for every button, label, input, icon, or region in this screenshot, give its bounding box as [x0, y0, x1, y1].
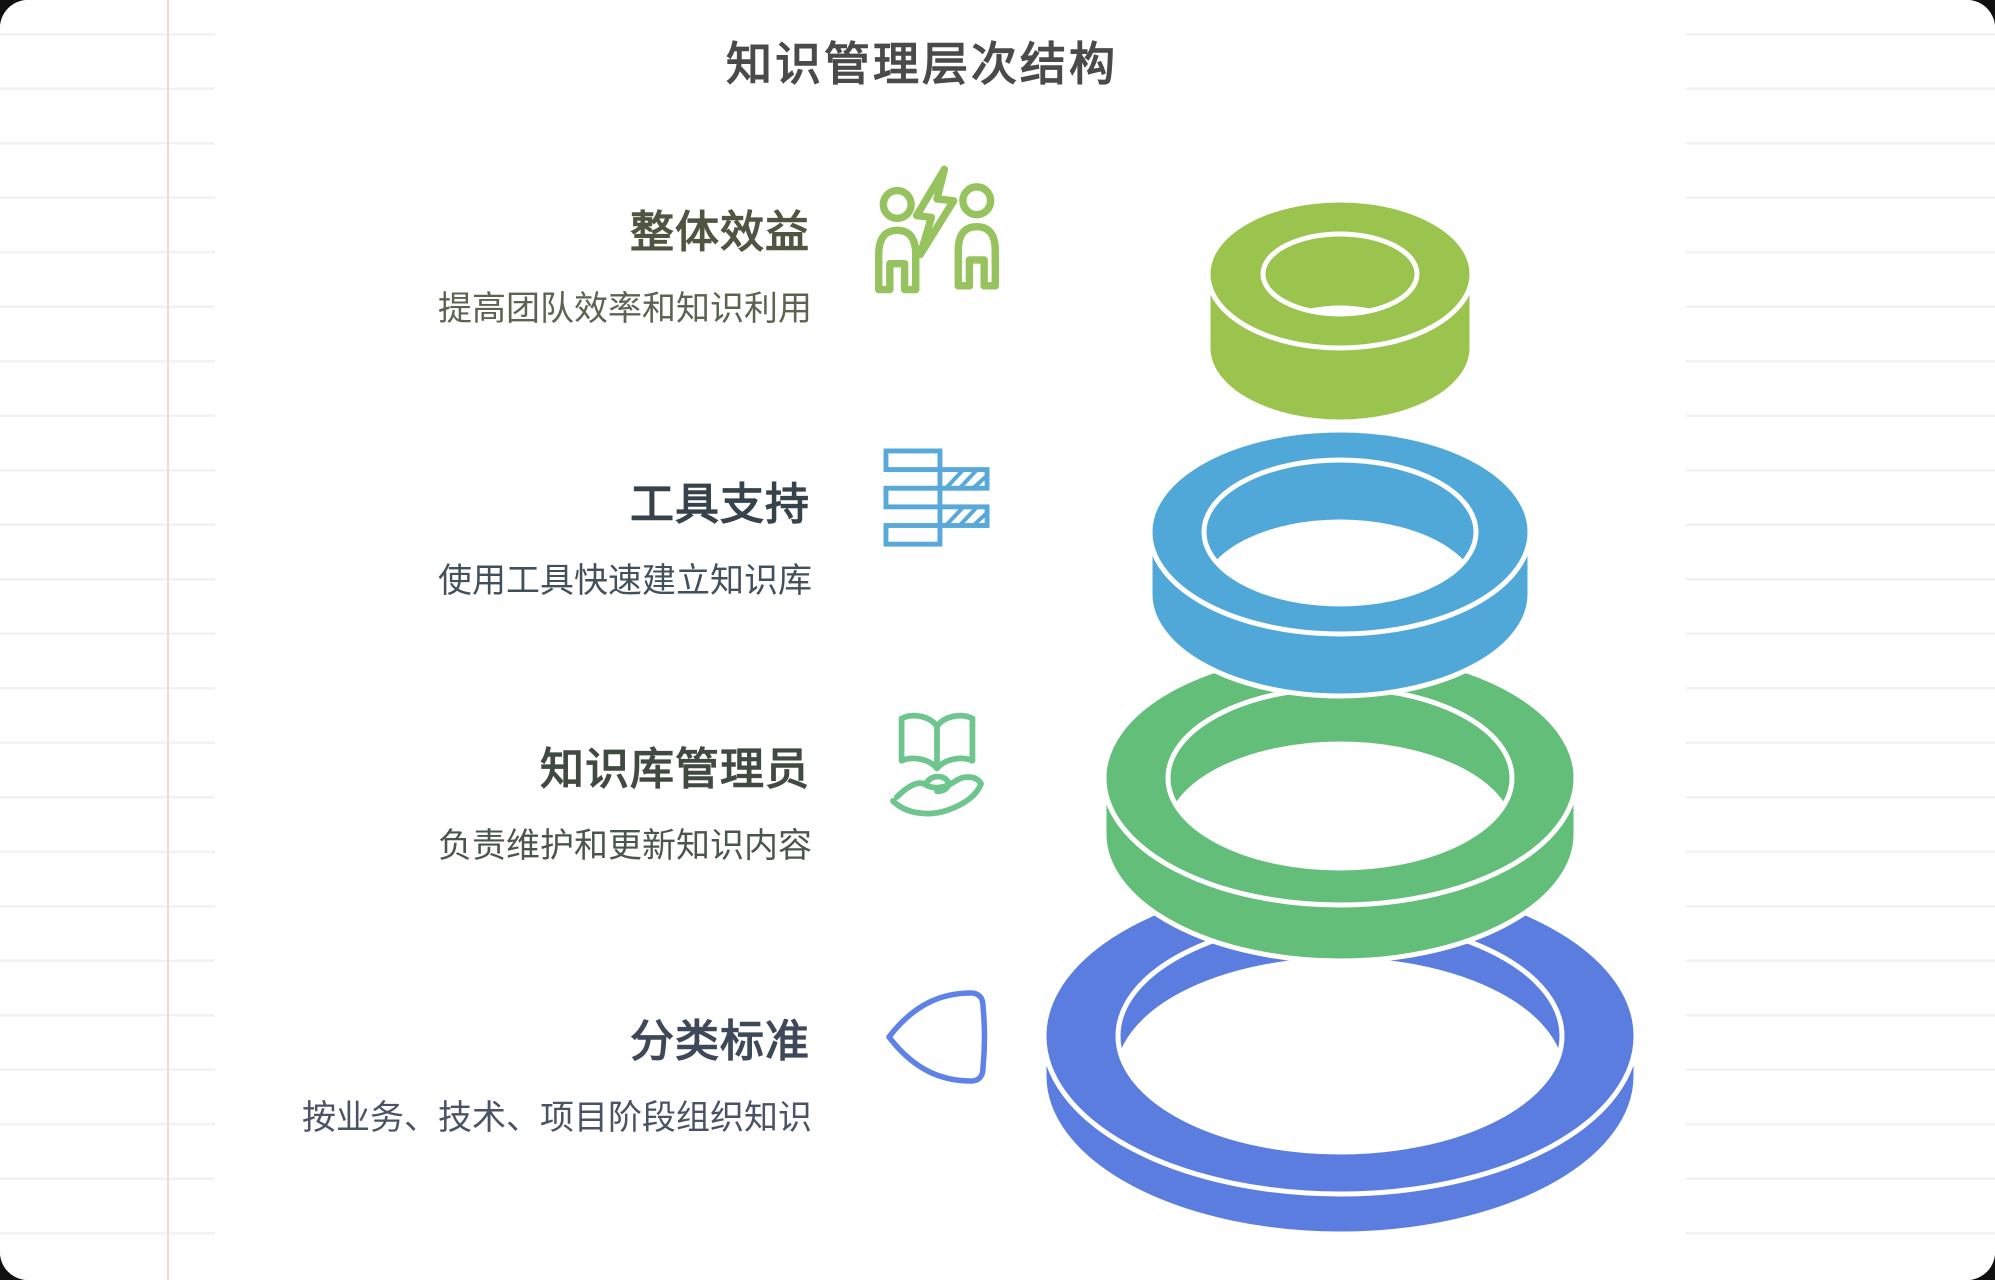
- notebook-margin-rule: [167, 0, 169, 1280]
- ring-level-4: [1041, 875, 1639, 1237]
- section-tool-support: 工具支持 使用工具快速建立知识库: [292, 430, 1012, 598]
- notebook-lines-left: [0, 0, 215, 1280]
- section-label: 分类标准: [630, 1017, 810, 1066]
- people-lightning-icon: [862, 160, 1012, 297]
- shield-icon: [862, 987, 1012, 1087]
- gantt-bars-icon: [862, 448, 1012, 552]
- notebook-lines-right: [1686, 0, 1995, 1280]
- ring-level-1: [1205, 197, 1475, 425]
- section-description: 按业务、技术、项目阶段组织知识: [302, 1099, 812, 1137]
- section-description: 使用工具快速建立知识库: [438, 562, 812, 600]
- section-label: 整体效益: [630, 208, 810, 257]
- section-description: 提高团队效率和知识利用: [438, 290, 812, 328]
- section-label: 工具支持: [630, 480, 810, 529]
- book-hand-icon: [862, 709, 1012, 822]
- section-label: 知识库管理员: [540, 745, 810, 794]
- ring-level-2: [1147, 427, 1533, 699]
- pyramid-rings: [1020, 180, 1660, 1260]
- section-classification: 分类标准 按业务、技术、项目阶段组织知识: [292, 967, 1012, 1135]
- section-overall-benefit: 整体效益 提高团队效率和知识利用: [292, 158, 1012, 326]
- section-kb-admin: 知识库管理员 负责维护和更新知识内容: [292, 695, 1012, 863]
- page-title: 知识管理层次结构: [726, 38, 1118, 90]
- ring-level-3: [1101, 648, 1579, 964]
- section-description: 负责维护和更新知识内容: [438, 827, 812, 865]
